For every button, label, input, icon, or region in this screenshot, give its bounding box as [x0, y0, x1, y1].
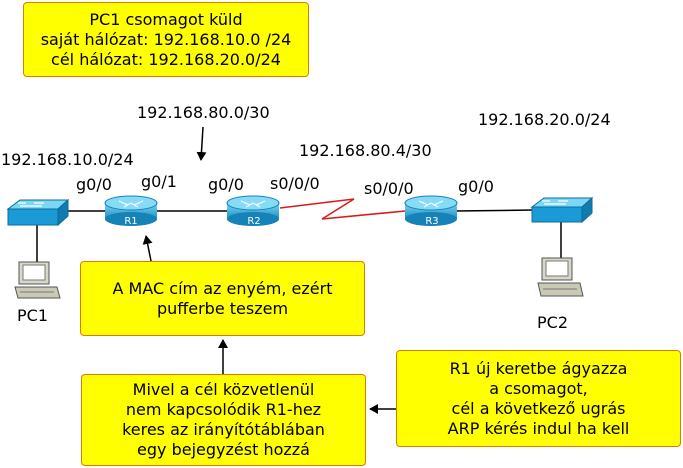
note-line: Mivel a cél közvetlenül — [132, 380, 315, 399]
router-icon — [104, 195, 158, 226]
note-pc1-sends: PC1 csomagot küld saját hálózat: 192.168… — [23, 2, 309, 77]
note-line: cél a következő ugrás — [451, 398, 626, 418]
note-routing-table: Mivel a cél közvetlenül nem kapcsolódik … — [81, 374, 366, 466]
note-line: ARP kérés indul ha kell — [447, 418, 630, 438]
interface-label-r2-left: g0/0 — [208, 175, 244, 194]
serial-link-r2-r3 — [279, 198, 406, 220]
note-line: pufferbe teszem — [156, 298, 289, 318]
network-label-10: 192.168.10.0/24 — [1, 150, 134, 169]
router-label-r2: R2 — [247, 216, 260, 227]
network-label-80-0: 192.168.80.0/30 — [137, 103, 270, 122]
pc-icon — [537, 257, 584, 297]
interface-label-r1-right: g0/1 — [141, 172, 177, 191]
switch-icon — [530, 196, 594, 224]
note-line: A MAC cím az enyém, ezért — [112, 278, 333, 298]
note-line: keres az irányítótáblában — [122, 420, 325, 439]
router-icon — [226, 195, 280, 226]
note-mac-buffer: A MAC cím az enyém, ezért pufferbe tesze… — [80, 261, 365, 336]
router-label-r1: R1 — [124, 216, 137, 227]
note-line: R1 új keretbe ágyazza — [449, 358, 628, 378]
link-r3-sw2 — [455, 209, 535, 212]
interface-label-r3-right: g0/0 — [458, 177, 494, 196]
interface-label-r1-left: g0/0 — [76, 175, 112, 194]
note-line: cél hálózat: 192.168.20.0/24 — [51, 49, 281, 69]
arrow-net80-label — [196, 126, 207, 161]
switch-icon — [6, 198, 70, 227]
note-line: egy bejegyzést hozzá — [137, 440, 310, 459]
network-label-20: 192.168.20.0/24 — [478, 110, 611, 129]
interface-label-r3-left: s0/0/0 — [364, 179, 414, 198]
pc-icon — [14, 261, 61, 299]
pc2-label: PC2 — [537, 313, 568, 332]
arrow-mac-to-r1 — [142, 235, 153, 262]
pc1-label: PC1 — [17, 306, 48, 325]
router-icon — [404, 195, 458, 226]
note-line: saját hálózat: 192.168.10.0 /24 — [40, 29, 292, 49]
note-line: PC1 csomagot küld — [89, 9, 243, 29]
note-new-frame: R1 új keretbe ágyazza a csomagot, cél a … — [396, 350, 681, 447]
network-label-80-4: 192.168.80.4/30 — [299, 141, 432, 160]
note-line: a csomagot, — [489, 378, 588, 398]
note-line: nem kapcsolódik R1-hez — [125, 400, 322, 419]
router-label-r3: R3 — [425, 216, 438, 227]
interface-label-r2-right: s0/0/0 — [270, 174, 320, 193]
